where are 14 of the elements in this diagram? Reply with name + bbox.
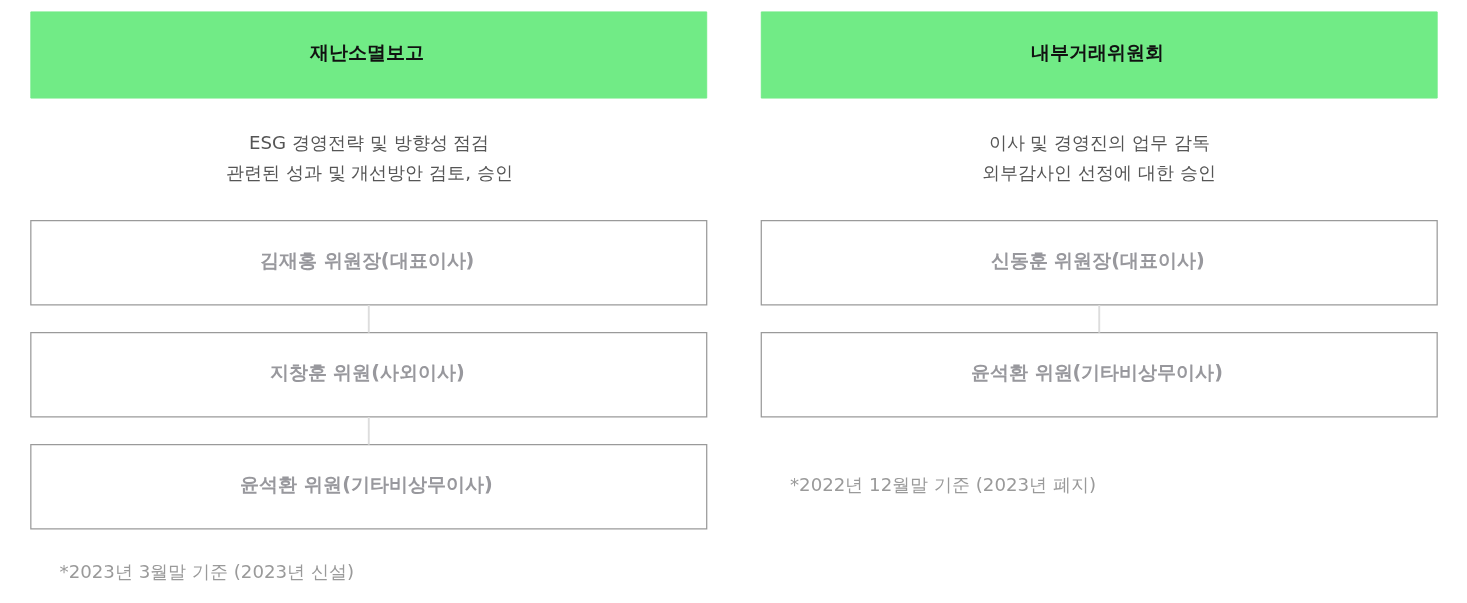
node-label: 이사 및 경영진의 업무 감독 외부감사인 선정에 대한 승인 [981,131,1216,183]
node-box: 김재홍 위원장(대표이사) [29,220,707,306]
node-box: 신동훈 위원장(대표이사) [760,220,1438,306]
connector [367,416,370,446]
node-box: 윤석환 위원(기타비상무이사) [29,444,707,530]
label: *2023년 3월말 기준 (2023년 신설) [59,561,354,583]
node-box: 재난소멸보고 [29,11,707,99]
node-box: 지창훈 위원(사외이사) [29,332,707,418]
label: *2022년 12월말 기준 (2023년 폐지) [789,474,1096,496]
node-box: 내부거래위원회 [760,11,1438,99]
node-label: ESG 경영전략 및 방향성 점검 관련된 성과 및 개선방안 검토, 승인 [225,131,513,183]
connector [367,304,370,334]
connector [1097,304,1100,334]
node-box: 윤석환 위원(기타비상무이사) [760,332,1438,418]
